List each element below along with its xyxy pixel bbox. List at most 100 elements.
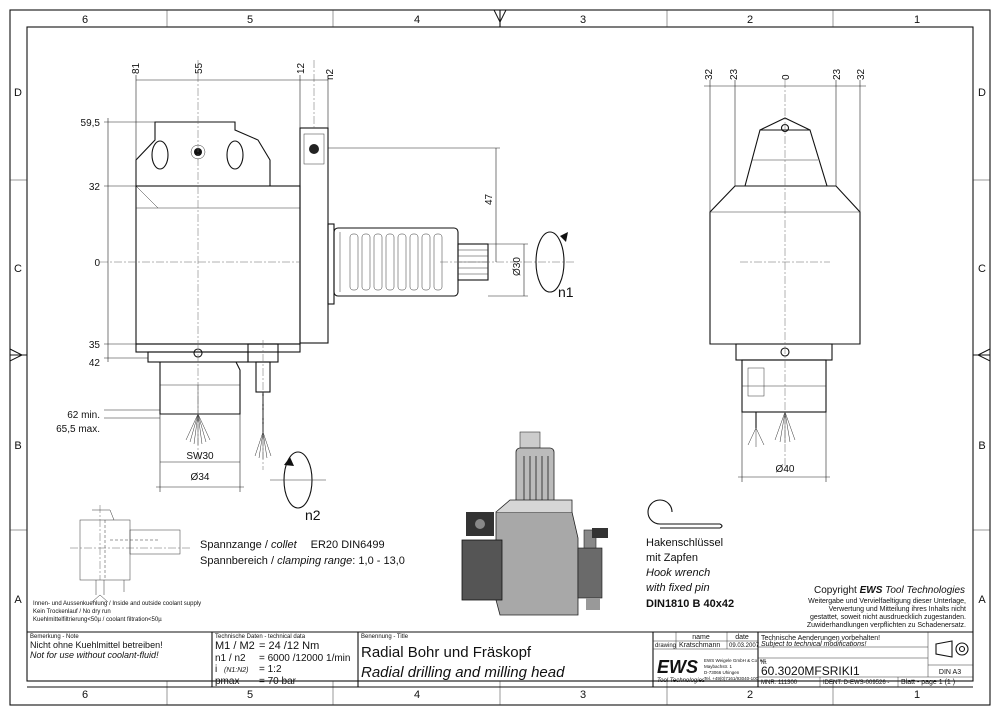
address-2: Maybachstr. 1 [704, 664, 733, 669]
dim-dia-34: Ø34 [191, 472, 210, 483]
tech-p-value: = 70 bar [259, 676, 297, 687]
dim-35: 35 [89, 340, 101, 351]
tech-m-label: M1 / M2 [215, 640, 255, 652]
copyright-line-3: gestattet, soweit nicht ausdruecklich zu… [810, 614, 966, 621]
dim-59-5: 59,5 [81, 118, 101, 129]
product-3d-illustration [461, 431, 608, 616]
coolant-schematic [70, 505, 190, 603]
col-label-top-1: 1 [914, 14, 920, 26]
hook-wrench-en-2: with fixed pin [646, 582, 710, 594]
col-name: name [692, 634, 710, 641]
remark-label: Bemerkung - Note [30, 634, 79, 640]
side-dim-32-right: 32 [856, 68, 867, 80]
ews-logo-sub: Tool Technologies [657, 678, 705, 684]
coolant-note-2: Kein Trockenlauf / No dry run [33, 609, 111, 615]
row-label-left-A: A [14, 594, 22, 606]
dim-81: 81 [131, 62, 142, 74]
col-label-bottom-3: 3 [580, 689, 586, 701]
din-format: DIN A3 [939, 669, 961, 676]
projection-symbol-icon [955, 642, 969, 656]
col-date: date [735, 634, 749, 641]
side-dim-23-left: 23 [729, 68, 740, 80]
side-dim-23-right: 23 [832, 68, 843, 80]
hook-wrench-icon [647, 499, 723, 529]
col-label-bottom-6: 6 [82, 689, 88, 701]
address-3: D-73066 Uhingen [704, 670, 740, 675]
remark-en: Not for use without coolant-fluid! [30, 650, 159, 660]
dim-62-min: 62 min. [67, 410, 100, 421]
col-label-top-6: 6 [82, 14, 88, 26]
dim-65-5-max: 65,5 max. [56, 424, 100, 435]
tech-m-value: = 24 /12 Nm [259, 640, 319, 652]
nr-label: Nr. [761, 660, 767, 666]
col-label-bottom-1: 1 [914, 689, 920, 701]
hook-wrench-std: DIN1810 B 40x42 [646, 598, 734, 610]
row-drawing: drawing [655, 643, 676, 649]
side-dim-dia-40: Ø40 [776, 464, 795, 475]
tech-label: Technische Daten - technical data [215, 634, 306, 640]
collet-line-2: Spannbereich / clamping range: 1,0 - 13,… [200, 555, 405, 567]
col-label-top-4: 4 [414, 14, 420, 26]
title-de: Radial Bohr und Fräskopf [361, 644, 532, 661]
col-label-top-3: 3 [580, 14, 586, 26]
change-en: Subject to technical modifications! [761, 641, 866, 648]
drawing-date: 09.03.2007 [729, 643, 760, 649]
dim-12: 12 [296, 62, 307, 74]
tech-n-value: = 6000 /12000 1/min [259, 653, 350, 664]
hook-wrench-de-1: Hakenschlüssel [646, 537, 723, 549]
n1-label: n1 [558, 284, 574, 300]
dim-n2-top: n2 [325, 68, 336, 80]
hook-wrench-en-1: Hook wrench [646, 567, 710, 579]
tech-i-sub: (N1:N2) [224, 667, 249, 674]
copyright-line-4: Zuwiderhandlungen verpflichten zu Schade… [807, 622, 966, 629]
row-label-right-D: D [978, 87, 986, 99]
copyright-heading: Copyright EWS Tool Technologies [814, 585, 965, 596]
dim-shaft-30: Ø30 [512, 257, 523, 276]
tech-i-value: = 1:2 [259, 664, 282, 675]
col-label-top-5: 5 [247, 14, 253, 26]
coolant-note-3: Kuehlmittelfiltrierung<50µ / coolant fil… [33, 617, 162, 623]
row-label-left-D: D [14, 87, 22, 99]
side-dim-0: 0 [781, 74, 792, 80]
address-1: EWS Weigele GmbH & Co. KG [704, 658, 767, 663]
title-en: Radial drilling and milling head [361, 664, 565, 681]
col-label-bottom-2: 2 [747, 689, 753, 701]
sheet: Blatt - page 1 (1 ) [901, 679, 955, 686]
row-label-right-A: A [978, 594, 986, 606]
dim-0: 0 [94, 258, 100, 269]
change-de: Technische Aenderungen vorbehalten! [761, 635, 880, 642]
tech-n-label: n1 / n2 [215, 653, 246, 664]
side-dim-32-left: 32 [704, 68, 715, 80]
col-label-bottom-4: 4 [414, 689, 420, 701]
row-label-right-B: B [978, 440, 985, 452]
ident: IDENT: D-EWS-009526 - [823, 680, 889, 686]
coolant-note-1: Innen- und Aussenkuehlung / Inside and o… [33, 601, 201, 607]
dim-55: 55 [194, 62, 205, 74]
front-view: n1 n2 81 55 12 n2 59,5 32 0 35 [56, 60, 575, 523]
mnr: MNR: 111300 [761, 680, 798, 686]
row-label-left-B: B [14, 440, 21, 452]
hook-wrench-de-2: mit Zapfen [646, 552, 698, 564]
row-label-left-C: C [14, 263, 22, 275]
ews-logo: EWS [657, 657, 698, 677]
n2-label: n2 [305, 507, 321, 523]
dim-sw30: SW30 [186, 451, 214, 462]
title-block [27, 631, 973, 688]
copyright-line-1: Weitergabe und Vervielfaeltigung dieser … [808, 598, 966, 605]
copyright-line-2: Verwertung und Mitteilung ihres Inhalts … [829, 606, 966, 613]
dim-42: 42 [89, 358, 101, 369]
col-label-top-2: 2 [747, 14, 753, 26]
dim-47: 47 [484, 193, 495, 205]
tech-i-label: i [215, 664, 217, 675]
remark-de: Nicht ohne Kuehlmittel betreiben! [30, 640, 163, 650]
address-4: Tel. +49(0)7161/93040-100 [704, 676, 759, 681]
side-view: 32 23 0 23 32 Ø40 [704, 68, 867, 482]
row-label-right-C: C [978, 263, 986, 275]
col-label-bottom-5: 5 [247, 689, 253, 701]
dim-32: 32 [89, 182, 101, 193]
tech-p-label: pmax [215, 676, 239, 687]
title-label: Benennung - Title [361, 634, 409, 640]
drawing-number: 60.3020MFSRIKI1 [761, 664, 860, 678]
